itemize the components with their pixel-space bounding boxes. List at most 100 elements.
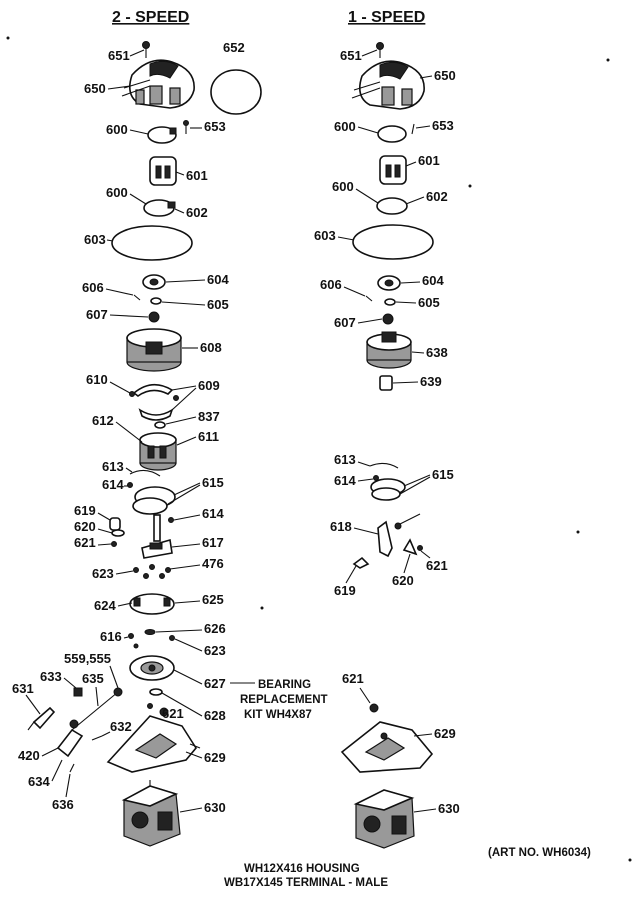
r-part-603-belt (352, 224, 434, 260)
label-608: 608 (200, 340, 222, 355)
bearing-note: BEARING REPLACEMENT KIT WH4X87 (240, 679, 328, 721)
label-603: 603 (84, 232, 106, 247)
part-623-balls (133, 564, 171, 579)
r-part-653-screw (411, 123, 415, 135)
r-label-629: 629 (434, 726, 456, 741)
label-420: 420 (18, 748, 40, 763)
heading-one-speed: 1 - SPEED (348, 9, 425, 26)
part-619 (109, 517, 121, 531)
label-609: 609 (198, 378, 220, 393)
part-607-nut (148, 311, 160, 323)
label-616: 616 (100, 629, 122, 644)
r-label-602: 602 (426, 189, 448, 204)
part-632 (91, 735, 103, 741)
part-634-capacitor (56, 719, 84, 758)
heading-two-speed: 2 - SPEED (112, 9, 189, 26)
r-part-621 (417, 545, 423, 551)
label-476: 476 (202, 556, 224, 571)
label-630: 630 (204, 800, 226, 815)
r-part-601-coupling (379, 155, 407, 185)
label-631: 631 (12, 681, 34, 696)
r-part-600-clamp (377, 125, 407, 143)
part-633 (73, 687, 83, 697)
r-label-618: 618 (330, 519, 352, 534)
print-specks (6, 36, 632, 862)
r-part-619 (352, 556, 370, 569)
part-627-bearing (129, 655, 175, 681)
r-part-607-nut (382, 313, 394, 325)
label-605: 605 (207, 297, 229, 312)
part-626 (144, 629, 156, 635)
part-606-pin (133, 294, 141, 301)
r-part-638-motor (366, 331, 412, 369)
part-837-washer (154, 421, 166, 429)
r-label-639: 639 (420, 374, 442, 389)
r-part-604-pulley (377, 275, 401, 291)
label-607: 607 (86, 307, 108, 322)
r-label-607: 607 (334, 315, 356, 330)
label-619: 619 (74, 503, 96, 518)
part-616 (128, 633, 134, 639)
label-612: 612 (92, 413, 114, 428)
r-part-651-screw (376, 42, 384, 58)
part-653-screw (183, 120, 189, 134)
r-part-620 (402, 538, 418, 556)
label-633: 633 (40, 669, 62, 684)
part-636 (69, 763, 75, 773)
label-636: 636 (52, 797, 74, 812)
label-614-b: 614 (202, 506, 224, 521)
label-627: 627 (204, 676, 226, 691)
label-617: 617 (202, 535, 224, 550)
r-label-606: 606 (320, 277, 342, 292)
label-629: 629 (204, 750, 226, 765)
label-601: 601 (186, 168, 208, 183)
part-628 (149, 688, 163, 696)
r-label-604: 604 (422, 273, 444, 288)
art-number: (ART NO. WH6034) (488, 847, 591, 859)
part-603-belt (111, 225, 193, 261)
part-617-hub (141, 538, 173, 559)
part-608-motor (126, 328, 182, 372)
label-613: 613 (102, 459, 124, 474)
label-650: 650 (84, 81, 106, 96)
r-part-618-bracket (377, 520, 402, 558)
label-625: 625 (202, 592, 224, 607)
r-label-619: 619 (334, 583, 356, 598)
r-part-621-b (369, 703, 379, 713)
part-600-clamp-b (143, 199, 176, 217)
r-part-606-pin (365, 295, 373, 302)
r-part-600-clamp-b (376, 197, 408, 215)
label-623: 623 (92, 566, 114, 581)
r-label-613: 613 (334, 452, 356, 467)
left-labels: 651 652 650 600 653 601 600 602 603 604 … (12, 40, 255, 815)
label-653: 653 (204, 119, 226, 134)
r-label-614: 614 (334, 473, 356, 488)
r-label-605: 605 (418, 295, 440, 310)
bearing-note-line-1: BEARING (258, 679, 311, 691)
part-611-clutch (139, 432, 177, 471)
part-621-b (147, 703, 153, 709)
part-625-ring (129, 593, 175, 615)
part-614-spindle (153, 514, 174, 542)
part-614-clip (127, 482, 133, 488)
label-621: 621 (74, 535, 96, 550)
label-604: 604 (207, 272, 229, 287)
r-part-630-transmission (353, 789, 415, 849)
label-611: 611 (198, 429, 219, 444)
r-part-615-bands (370, 478, 406, 501)
part-621 (111, 541, 117, 547)
part-650-top-assembly (121, 59, 195, 109)
label-837: 837 (198, 409, 220, 424)
r-label-603: 603 (314, 228, 336, 243)
r-label-620: 620 (392, 573, 414, 588)
r-label-651: 651 (340, 48, 362, 63)
label-623-b: 623 (204, 643, 226, 658)
r-part-614-clip (373, 475, 379, 481)
label-600-b: 600 (106, 185, 128, 200)
label-624: 624 (94, 598, 116, 613)
part-620 (111, 529, 125, 537)
part-652-ring (210, 69, 262, 115)
label-628: 628 (204, 708, 226, 723)
r-part-629-mount (340, 721, 434, 773)
r-part-639-bushing (379, 375, 393, 391)
